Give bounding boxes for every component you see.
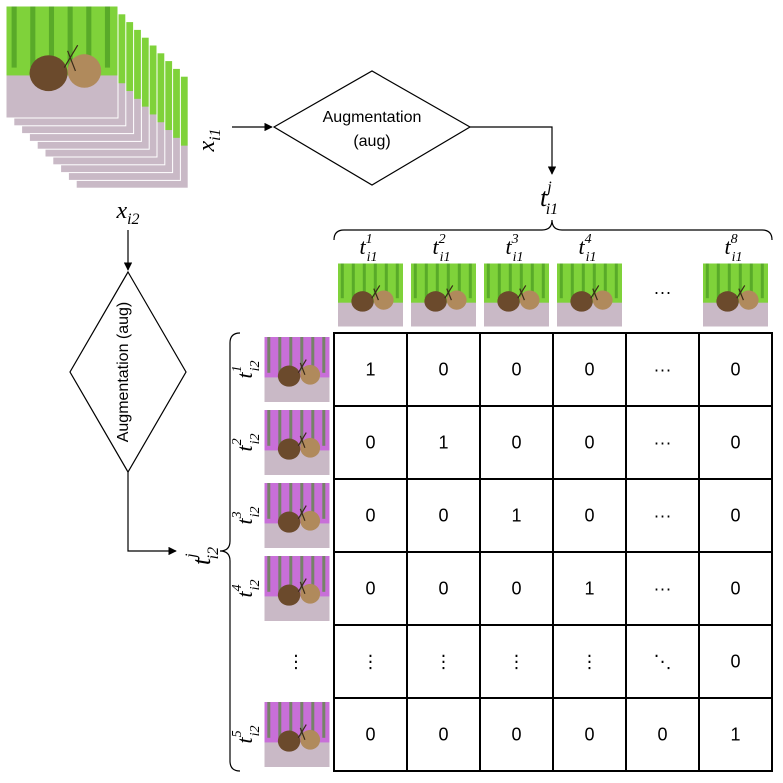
row-thumbnail-1 [263, 336, 331, 403]
matrix-cell-r1-c4: 0 [584, 360, 594, 380]
svg-text:xi1: xi1 [194, 128, 224, 152]
matrix-cell-r2-c5: ··· [654, 433, 672, 453]
arrow-to-t-i2 [127, 472, 177, 556]
row-thumbnails [263, 336, 331, 768]
matrix-cell-r2-c3: 0 [511, 433, 521, 453]
matrix-cell-r3-c4: 0 [584, 506, 594, 526]
augmentation-left-label: Augmentation (aug) [115, 302, 132, 443]
row-ellipsis: ⋮ [287, 652, 305, 672]
image-stack [5, 5, 189, 189]
matrix-cell-r4-c6: 0 [730, 579, 740, 599]
matrix-cell-r5-c2: ⋮ [435, 652, 453, 672]
connectors [123, 122, 557, 556]
label-x-i1: xi1 [194, 128, 224, 152]
brace-top [333, 219, 773, 241]
matrix-cell-r1-c6: 0 [730, 360, 740, 380]
column-thumbnail-6 [702, 262, 769, 328]
matrix-cell-r2-c6: 0 [730, 433, 740, 453]
matrix-cell-r2-c1: 0 [365, 433, 375, 453]
matrix-cell-r6-c6: 1 [730, 725, 740, 745]
label-x-i2: xi2 [115, 198, 139, 228]
column-thumbnail-2 [410, 262, 477, 328]
matrix-cell-r4-c4: 1 [584, 579, 594, 599]
matrix-cell-r3-c5: ··· [654, 506, 672, 526]
matrix-cell-r1-c3: 0 [511, 360, 521, 380]
matrix-cell-r1-c1: 1 [365, 360, 375, 380]
svg-text:xi2: xi2 [115, 198, 139, 228]
column-thumbnails [337, 262, 769, 328]
matrix-cell-r5-c4: ⋮ [581, 652, 599, 672]
matrix-cell-r4-c3: 0 [511, 579, 521, 599]
matrix-cell-r4-c1: 0 [365, 579, 375, 599]
column-thumbnail-4 [556, 262, 623, 328]
column-ellipsis: ··· [654, 282, 672, 302]
column-thumbnail-3 [483, 262, 550, 328]
matrix-cell-r5-c1: ⋮ [362, 652, 380, 672]
brace-left [219, 332, 241, 772]
matrix-cell-r1-c5: ··· [654, 360, 672, 380]
matrix-cell-r6-c1: 0 [365, 725, 375, 745]
matrix-cell-r6-c4: 0 [584, 725, 594, 745]
matrix-cell-r5-c3: ⋮ [508, 652, 526, 672]
augmentation-top-line1: Augmentation [323, 109, 422, 126]
matrix-cell-r4-c2: 0 [438, 579, 448, 599]
matrix-cell-r2-c2: 1 [438, 433, 448, 453]
augmentation-diamond-top: Augmentation (aug) [272, 70, 472, 186]
similarity-matrix: 1 0 0 0 ··· 0 0 1 0 0 ··· 0 0 0 1 0 ··· 0 0 0 0 1 ··· 0 ⋮ ⋮ ⋮ ⋮ ⋱ 0 0 0… [333, 332, 773, 772]
matrix-cell-r2-c4: 0 [584, 433, 594, 453]
matrix-cell-r6-c5: 0 [657, 725, 667, 745]
matrix-cell-r3-c3: 1 [511, 506, 521, 526]
matrix-cell-r3-c2: 0 [438, 506, 448, 526]
matrix-cell-r1-c2: 0 [438, 360, 448, 380]
augmentation-top-line2: (aug) [353, 133, 390, 150]
matrix-cell-r5-c6: 0 [730, 652, 740, 672]
column-thumbnail-1 [337, 262, 404, 328]
row-thumbnail-3 [263, 482, 331, 549]
augmentation-diamond-left: Augmentation (aug) [69, 270, 187, 474]
arrow-to-t-i1 [470, 126, 557, 175]
row-thumbnail-6 [263, 701, 331, 768]
stack-image [5, 5, 119, 119]
row-thumbnail-4 [263, 555, 331, 622]
matrix-cell-r6-c3: 0 [511, 725, 521, 745]
svg-text:⋮: ⋮ [287, 652, 305, 672]
matrix-cell-r5-c5: ⋱ [654, 652, 672, 672]
svg-text:···: ··· [654, 282, 672, 302]
matrix-cell-r6-c2: 0 [438, 725, 448, 745]
row-thumbnail-2 [263, 409, 331, 476]
matrix-cell-r3-c1: 0 [365, 506, 375, 526]
matrix-cell-r4-c5: ··· [654, 579, 672, 599]
matrix-cell-r3-c6: 0 [730, 506, 740, 526]
